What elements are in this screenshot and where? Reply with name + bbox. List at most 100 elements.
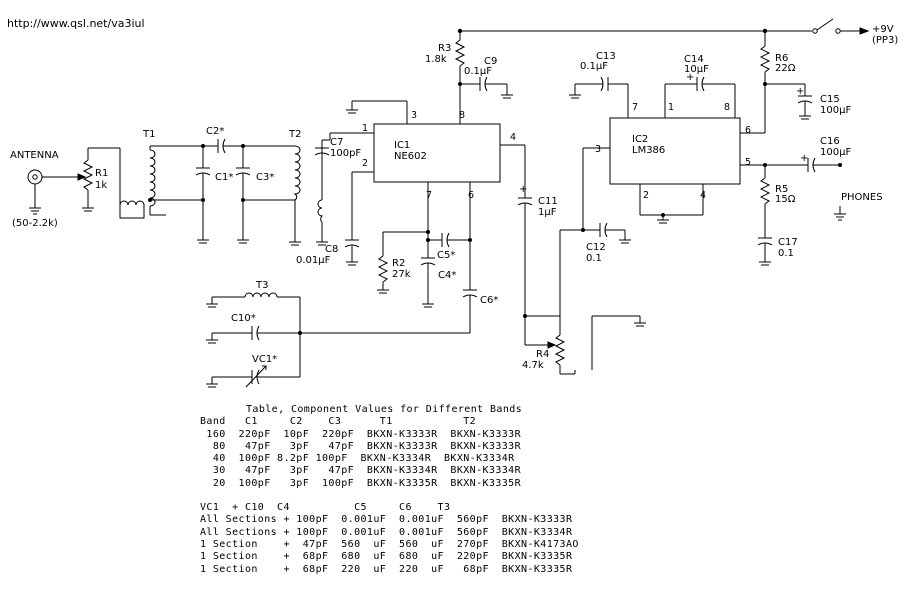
table1-row: 80 47pF 3pF 47pF BKXN-K3333R BKXN-K3333R bbox=[200, 440, 522, 452]
c13-value: 0.1µF bbox=[580, 61, 608, 72]
r5-label: R5 bbox=[775, 184, 788, 195]
ic2-pin5: 5 bbox=[745, 157, 751, 168]
c10-label: C10* bbox=[231, 313, 256, 324]
c7-value: 100pF bbox=[330, 148, 361, 159]
c5-label: C5* bbox=[437, 250, 455, 261]
supply-source-label: (PP3) bbox=[872, 35, 898, 46]
table2-row: 1 Section + 47pF 560 uF 560 uF 270pF BKX… bbox=[200, 538, 579, 550]
r3-value: 1.8k bbox=[425, 54, 447, 65]
c12-capacitor: C12 0.1 bbox=[583, 222, 631, 264]
antenna-input: ANTENNA (50-2.2k) bbox=[10, 150, 87, 229]
vc1-label: VC1* bbox=[252, 354, 277, 365]
r1-resistor: R1 1k bbox=[82, 147, 120, 212]
ic1-pin7: 7 bbox=[426, 190, 432, 201]
oscillator-network: R2 27k C5* C4* C6* bbox=[298, 182, 498, 335]
r2-label: R2 bbox=[392, 258, 405, 269]
c8-label: C8 bbox=[325, 244, 338, 255]
r6-c15: R6 22Ω + C15 100µF bbox=[740, 31, 851, 134]
c11-label: C11 bbox=[538, 196, 558, 207]
c16-plus: + bbox=[800, 153, 808, 164]
r5-value: 15Ω bbox=[775, 194, 796, 205]
t2-transformer: T2 bbox=[288, 129, 328, 246]
r4-value: 4.7k bbox=[522, 360, 544, 371]
ic2-label: IC2 bbox=[632, 134, 648, 145]
c13-capacitor: C13 0.1µF bbox=[569, 51, 629, 118]
ic2-pin3: 3 bbox=[595, 144, 601, 155]
phones-label: PHONES bbox=[841, 192, 883, 203]
ic2-part: LM386 bbox=[632, 145, 665, 156]
antenna-label: ANTENNA bbox=[10, 150, 59, 161]
ic2-pin2: 2 bbox=[643, 190, 649, 201]
ic1-pin2: 2 bbox=[362, 158, 368, 169]
r6-value: 22Ω bbox=[775, 63, 796, 74]
r4-label: R4 bbox=[536, 349, 549, 360]
r1-value: 1k bbox=[95, 180, 107, 191]
r3-c9: R3 1.8k C9 0.1µF bbox=[425, 31, 513, 124]
table1-row: 20 100pF 3pF 100pF BKXN-K3335R BKXN-K333… bbox=[200, 477, 522, 489]
c14-capacitor: + C14 10µF bbox=[664, 54, 736, 118]
r3-label: R3 bbox=[438, 43, 451, 54]
table2-row: 1 Section + 68pF 220 uF 220 uF 68pF BKXN… bbox=[200, 563, 573, 575]
table1-row: 40 100pF 8.2pF 100pF BKXN-K3334R BKXN-K3… bbox=[200, 453, 515, 465]
c2-capacitor: C2* bbox=[203, 126, 243, 154]
r1-label: R1 bbox=[95, 168, 108, 179]
c15-plus: + bbox=[796, 86, 804, 97]
output-stage: + C16 100µF R5 15Ω C17 0.1 PHONES bbox=[740, 136, 883, 266]
c9-label: C9 bbox=[484, 56, 497, 67]
site-url: http://www.qsl.net/va3iul bbox=[7, 17, 145, 30]
c4-label: C4* bbox=[438, 270, 456, 281]
c16-label: C16 bbox=[820, 136, 840, 147]
c17-label: C17 bbox=[778, 237, 798, 248]
ic2-pin6: 6 bbox=[745, 125, 751, 136]
table2-row: 1 Section + 68pF 680 uF 680 uF 220pF BKX… bbox=[200, 551, 573, 563]
table2-row: All Sections + 100pF 0.001uF 0.001uF 560… bbox=[200, 526, 573, 538]
ic1-pin6: 6 bbox=[468, 190, 474, 201]
ic1-part: NE602 bbox=[394, 151, 427, 162]
component-tables: Table, Component Values for Different Ba… bbox=[200, 404, 579, 576]
ic2-lm386: IC2 LM386 1 2 3 4 5 6 7 8 bbox=[595, 102, 751, 224]
table1-row: 30 47pF 3pF 47pF BKXN-K3334R BKXN-K3334R bbox=[200, 465, 522, 477]
table2-header: VC1 + C10 C4 C5 C6 T3 bbox=[200, 502, 451, 514]
table2-row: All Sections + 100pF 0.001uF 0.001uF 560… bbox=[200, 514, 573, 526]
table1-row: 160 220pF 10pF 220pF BKXN-K3333R BKXN-K3… bbox=[200, 428, 522, 440]
c8-value: 0.01µF bbox=[296, 255, 331, 266]
c15-value: 100µF bbox=[820, 105, 851, 116]
c3-capacitor: C3* bbox=[235, 144, 295, 244]
c9-value: 0.1µF bbox=[464, 66, 492, 77]
ic1-pin4: 4 bbox=[510, 132, 516, 143]
c11-plus: + bbox=[519, 184, 527, 195]
c17-value: 0.1 bbox=[778, 248, 794, 259]
ic2-pin7: 7 bbox=[632, 102, 638, 113]
ic1-ne602: IC1 NE602 1 2 3 4 6 7 8 C8 0.01µF bbox=[296, 100, 516, 266]
c1-label: C1* bbox=[215, 172, 233, 183]
ic1-pin3: 3 bbox=[411, 110, 417, 121]
c13-label: C13 bbox=[596, 51, 616, 62]
antenna-range-label: (50-2.2k) bbox=[12, 218, 58, 229]
supply-label: +9V bbox=[872, 24, 894, 35]
ic1-pin1: 1 bbox=[362, 123, 368, 134]
t2-label: T2 bbox=[288, 129, 301, 140]
c15-label: C15 bbox=[820, 94, 840, 105]
c1-capacitor: C1* bbox=[195, 144, 233, 244]
c7-label: C7 bbox=[330, 137, 343, 148]
t3-label: T3 bbox=[255, 280, 268, 291]
r6-label: R6 bbox=[775, 53, 788, 64]
c7-capacitor: C7 100pF bbox=[314, 132, 374, 159]
t1-label: T1 bbox=[142, 129, 155, 140]
c3-label: C3* bbox=[256, 172, 274, 183]
table1-header: Band C1 C2 C3 T1 T2 bbox=[200, 416, 477, 428]
c12-value: 0.1 bbox=[586, 253, 602, 264]
t1-transformer: T1 bbox=[119, 129, 203, 219]
ic2-pin8: 8 bbox=[724, 102, 730, 113]
c14-label: C14 bbox=[684, 54, 704, 65]
c14-plus: + bbox=[686, 72, 694, 83]
r2-value: 27k bbox=[392, 269, 411, 280]
ic1-pin8: 8 bbox=[459, 110, 465, 121]
supply-rail: +9V (PP3) bbox=[457, 18, 898, 46]
table-title: Table, Component Values for Different Ba… bbox=[246, 404, 523, 415]
c12-label: C12 bbox=[586, 242, 606, 253]
c6-label: C6* bbox=[480, 295, 498, 306]
c16-value: 100µF bbox=[820, 147, 851, 158]
t3-c10-vc1: T3 C10* VC1* bbox=[206, 280, 301, 388]
